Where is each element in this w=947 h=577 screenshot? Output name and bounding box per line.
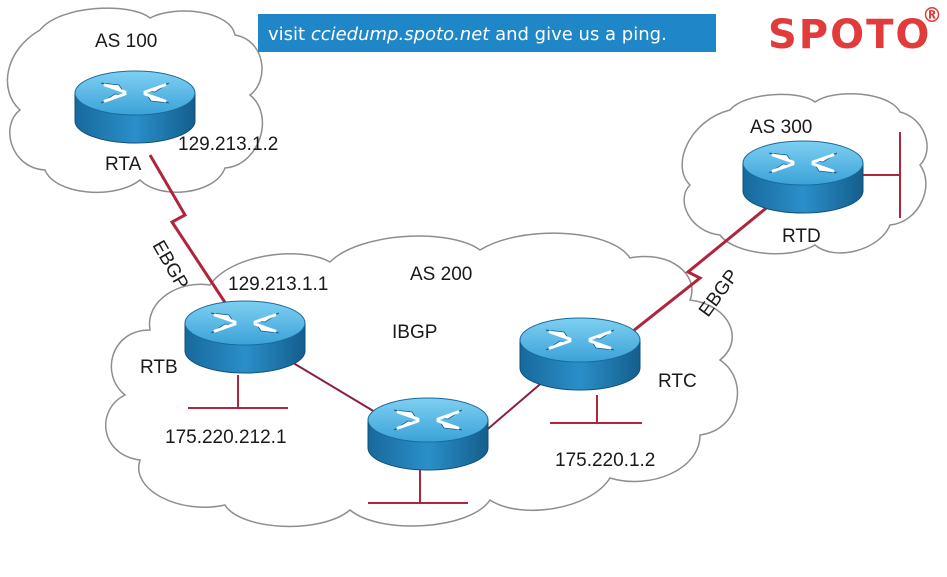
ibgp-link-rtb-mid (284, 357, 386, 419)
ebgp-left-label: EBGP (148, 237, 193, 293)
router-rtb-icon (183, 299, 307, 375)
router-rta-icon (73, 69, 197, 145)
spoto-logo: SPOTO ® (768, 3, 942, 58)
rtb-name-label: RTB (140, 357, 178, 378)
rta-ip-label: 129.213.1.2 (178, 134, 278, 155)
banner-suffix: and give us a ping. (489, 24, 666, 45)
banner-prefix: visit (268, 24, 311, 45)
rtc-lan-segment (550, 395, 642, 424)
banner-site-link[interactable]: cciedump.spoto.net (311, 24, 490, 45)
router-rtd-icon (741, 139, 865, 215)
rtc-name-label: RTC (658, 371, 697, 392)
as100-label: AS 100 (95, 31, 157, 52)
ibgp-label: IBGP (392, 322, 437, 343)
as300-label: AS 300 (750, 117, 812, 138)
router-mid-icon (366, 396, 490, 472)
rtd-lan-segment (862, 132, 901, 218)
rtc-lan-ip-label: 175.220.1.2 (555, 450, 655, 471)
svg-text:visit cciedump.spoto.net and g: visit cciedump.spoto.net and give us a p… (268, 24, 667, 45)
rtd-name-label: RTD (782, 226, 821, 247)
router-rtc-icon (518, 316, 642, 392)
svg-text:SPOTO: SPOTO (768, 12, 931, 58)
promo-banner[interactable]: visit cciedump.spoto.net and give us a p… (258, 14, 716, 52)
rta-name-label: RTA (105, 154, 142, 175)
rtb-ip-label: 129.213.1.1 (228, 274, 328, 295)
rtb-lan-ip-label: 175.220.212.1 (165, 427, 287, 448)
ebgp-link-right (627, 203, 771, 337)
svg-text:®: ® (922, 3, 942, 27)
as200-label: AS 200 (410, 264, 472, 285)
rtb-lan-segment (188, 375, 288, 409)
ebgp-link-left (148, 154, 232, 311)
